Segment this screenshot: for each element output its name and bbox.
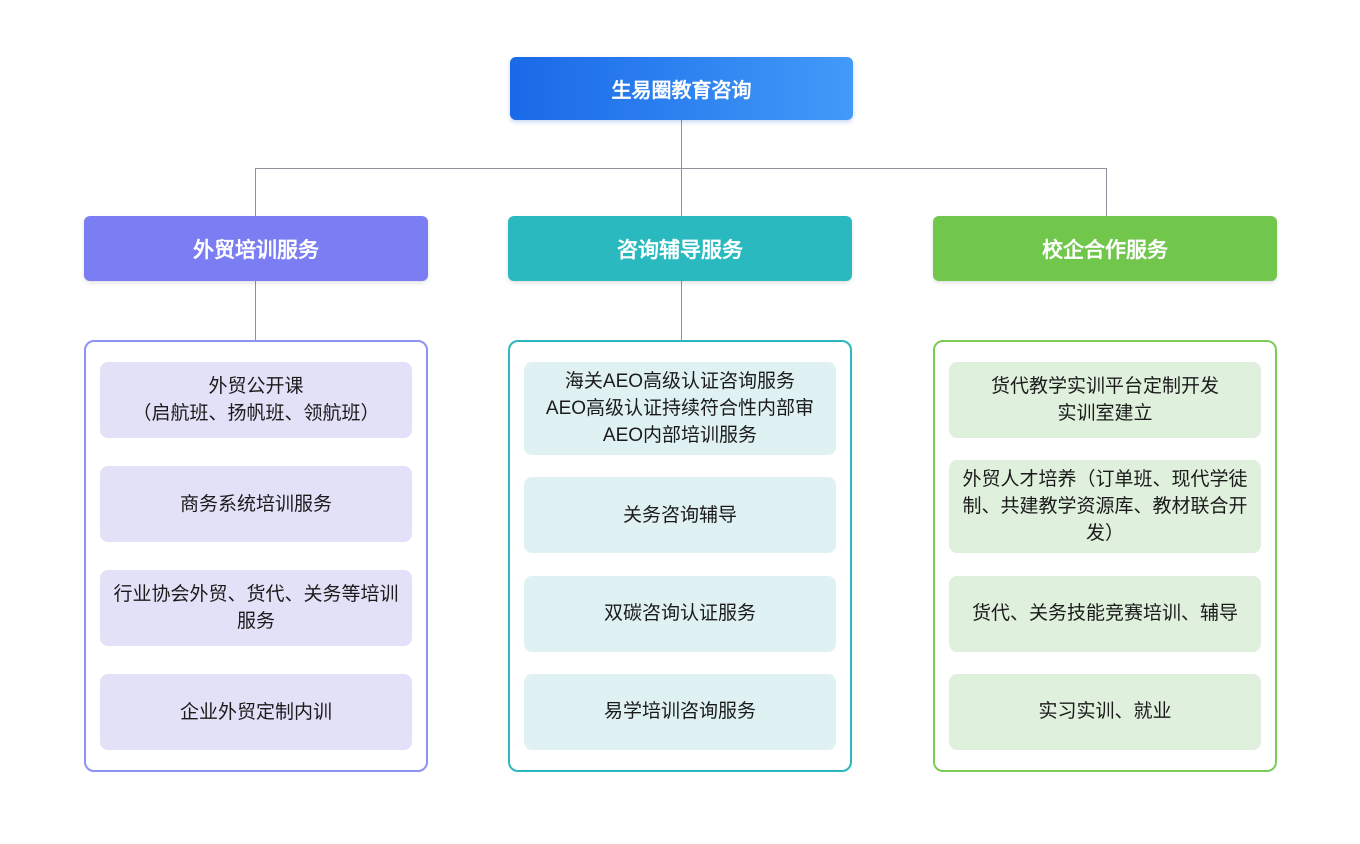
service-item: 外贸公开课 （启航班、扬帆班、领航班） xyxy=(100,362,412,438)
service-item: 货代、关务技能竞赛培训、辅导 xyxy=(949,575,1261,652)
branch-header-label: 咨询辅导服务 xyxy=(617,238,743,262)
connector-link-consulting-container xyxy=(681,281,682,340)
connector-drop-school-enterprise xyxy=(1106,168,1107,216)
branch-header-label: 校企合作服务 xyxy=(1042,238,1168,262)
branch-header-school-enterprise: 校企合作服务 xyxy=(933,216,1277,281)
service-item: 易学培训咨询服务 xyxy=(524,673,836,750)
root-node-label: 生易圈教育咨询 xyxy=(611,80,752,102)
service-item: 商务系统培训服务 xyxy=(100,466,412,542)
connector-link-trade-training-container xyxy=(255,281,256,340)
branch-container-school-enterprise: 货代教学实训平台定制开发 实训室建立 外贸人才培养（订单班、现代学徒制、共建教学… xyxy=(933,340,1277,772)
branch-container-trade-training: 外贸公开课 （启航班、扬帆班、领航班） 商务系统培训服务 行业协会外贸、货代、关… xyxy=(84,340,428,772)
branch-header-trade-training: 外贸培训服务 xyxy=(84,216,428,281)
connector-drop-trade-training xyxy=(255,168,256,216)
service-item: 关务咨询辅导 xyxy=(524,477,836,554)
connector-root-stem xyxy=(681,120,682,168)
service-item: 海关AEO高级认证咨询服务 AEO高级认证持续符合性内部审 AEO内部培训服务 xyxy=(524,362,836,455)
connector-drop-consulting xyxy=(681,168,682,216)
root-node: 生易圈教育咨询 xyxy=(510,57,853,120)
service-item: 货代教学实训平台定制开发 实训室建立 xyxy=(949,362,1261,438)
service-item: 实习实训、就业 xyxy=(949,673,1261,750)
service-item: 企业外贸定制内训 xyxy=(100,674,412,750)
service-item: 外贸人才培养（订单班、现代学徒制、共建教学资源库、教材联合开发） xyxy=(949,460,1261,554)
branch-header-consulting: 咨询辅导服务 xyxy=(508,216,852,281)
branch-header-label: 外贸培训服务 xyxy=(193,238,319,262)
service-item: 行业协会外贸、货代、关务等培训服务 xyxy=(100,570,412,646)
branch-container-consulting: 海关AEO高级认证咨询服务 AEO高级认证持续符合性内部审 AEO内部培训服务 … xyxy=(508,340,852,772)
service-item: 双碳咨询认证服务 xyxy=(524,575,836,652)
